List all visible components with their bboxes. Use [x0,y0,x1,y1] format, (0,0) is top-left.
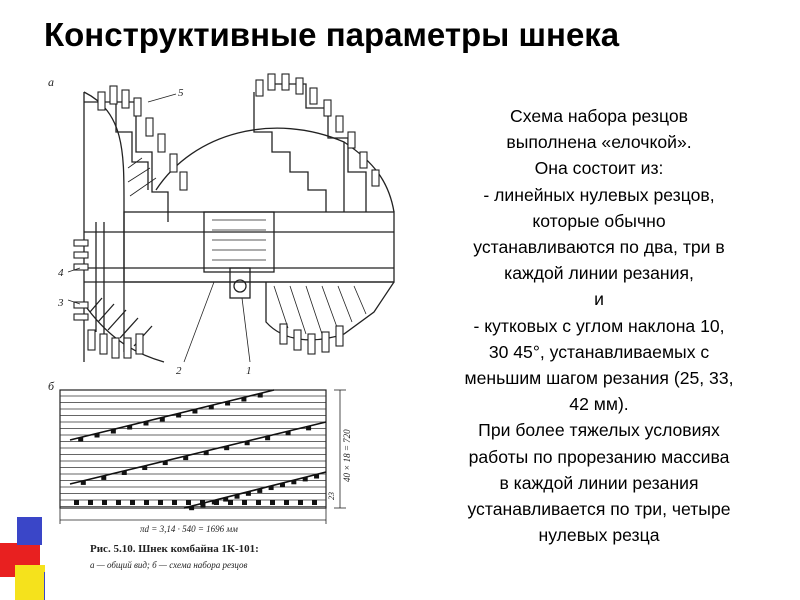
auger-general-view [83,83,395,363]
cutter-mark [74,500,79,505]
cutters-left [73,85,188,359]
cutter-mark [143,421,149,426]
cutter-mark [241,397,247,402]
auger-schematic-figure: а 5 4 3 2 1 б 40 × 18 = 720 23 πd = 3,14… [48,73,395,570]
callout-1: 1 [246,365,252,377]
cutter-mark [224,446,230,451]
body-line: 42 мм). [569,394,629,415]
cutter-mark [268,486,274,491]
body-line: - кутковых с углом наклона 10, [473,315,725,336]
cutter-mark [302,477,308,482]
cutter-mark [200,503,206,508]
body-line: и [594,289,604,310]
body-line: которые обычно [532,210,666,231]
body-line: - линейных нулевых резцов, [483,184,715,205]
body-line: При более тяжелых условиях [478,420,720,441]
figure-caption-title: Рис. 5.10. Шнек комбайна 1К-101: [90,543,259,555]
cutter-mark [257,488,263,493]
body-line: меньшим шагом резания (25, 33, [464,368,734,389]
cutter-mark [242,500,247,505]
body-line: устанавливаются по два, три в [473,237,725,258]
cutter-mark [78,437,84,442]
cutter-mark [183,456,189,461]
cutter-layout-scheme: б 40 × 18 = 720 23 πd = 3,14 · 540 = 169… [48,379,352,570]
callout-5: 5 [178,87,184,99]
cutter-mark [192,409,198,414]
accent-square-yellow [15,565,45,600]
cutter-mark [298,500,303,505]
dimension-bottom: πd = 3,14 · 540 = 1696 мм [140,524,238,534]
cutter-mark [223,497,229,502]
callout-4: 4 [58,267,64,279]
cutter-mark [225,401,231,406]
callout-3: 3 [57,297,64,309]
cutter-mark [80,480,86,485]
body-line: каждой линии резания, [504,263,694,284]
dimension-vertical: 40 × 18 = 720 [342,429,352,482]
cutter-mark [314,474,320,479]
cutter-mark [203,451,209,456]
cutter-mark [110,429,116,434]
figure-label-a: а [48,75,54,89]
cutter-mark [257,393,263,398]
cutter-mark [142,466,148,471]
body-line: в каждой линии резания [499,472,699,493]
cutter-mark [214,500,219,505]
cutter-mark [144,500,149,505]
accent-rule [44,572,45,600]
accent-square-blue [17,517,42,545]
cutter-mark [291,480,297,485]
body-line: выполнена «елочкой». [506,132,692,153]
cutter-mark [270,500,275,505]
cutter-mark [162,461,168,466]
cutter-mark [189,506,195,511]
body-line: работы по прорезанию массива [468,446,730,467]
cutter-mark [176,413,182,418]
cutter-mark [102,500,107,505]
cutter-mark [306,426,312,431]
body-line: 30 45°, устанавливаемых с [488,341,710,362]
cutter-mark [208,405,214,410]
slide-body-text: Схема набора резцов выполнена «елочкой». О… [418,103,780,548]
cutter-mark [127,425,133,430]
cutter-mark [234,494,240,499]
cutter-mark [200,500,205,505]
figure-label-b: б [48,379,55,393]
cutter-mark [101,475,107,480]
figure-caption-legend: а — общий вид; б — схема набора резцов [90,560,247,570]
cutter-mark [158,500,163,505]
cutters-right [255,73,380,355]
cutter-mark [265,436,271,441]
cutter-mark [279,483,285,488]
slide-title: Конструктивные параметры шнека [44,16,620,53]
cutter-mark [244,441,250,446]
cutter-mark [186,500,191,505]
cutter-mark [256,500,261,505]
cutter-mark [228,500,233,505]
dimension-small: 23 [327,492,336,500]
cutter-mark [116,500,121,505]
cutter-mark [172,500,177,505]
body-line: Схема набора резцов [510,106,688,126]
callout-2: 2 [176,365,182,377]
cutter-mark [245,491,251,496]
cutter-mark [159,417,165,422]
cutter-mark [284,500,289,505]
cutter-mark [121,470,127,475]
body-line: нулевых резца [538,525,660,546]
cutter-mark [130,500,135,505]
cutter-mark [88,500,93,505]
cutter-mark [94,433,100,438]
body-line: устанавливается по три, четыре [467,499,731,520]
cutter-mark [285,431,291,436]
cutter-mark [312,500,317,505]
body-line: Она состоит из: [534,158,664,179]
